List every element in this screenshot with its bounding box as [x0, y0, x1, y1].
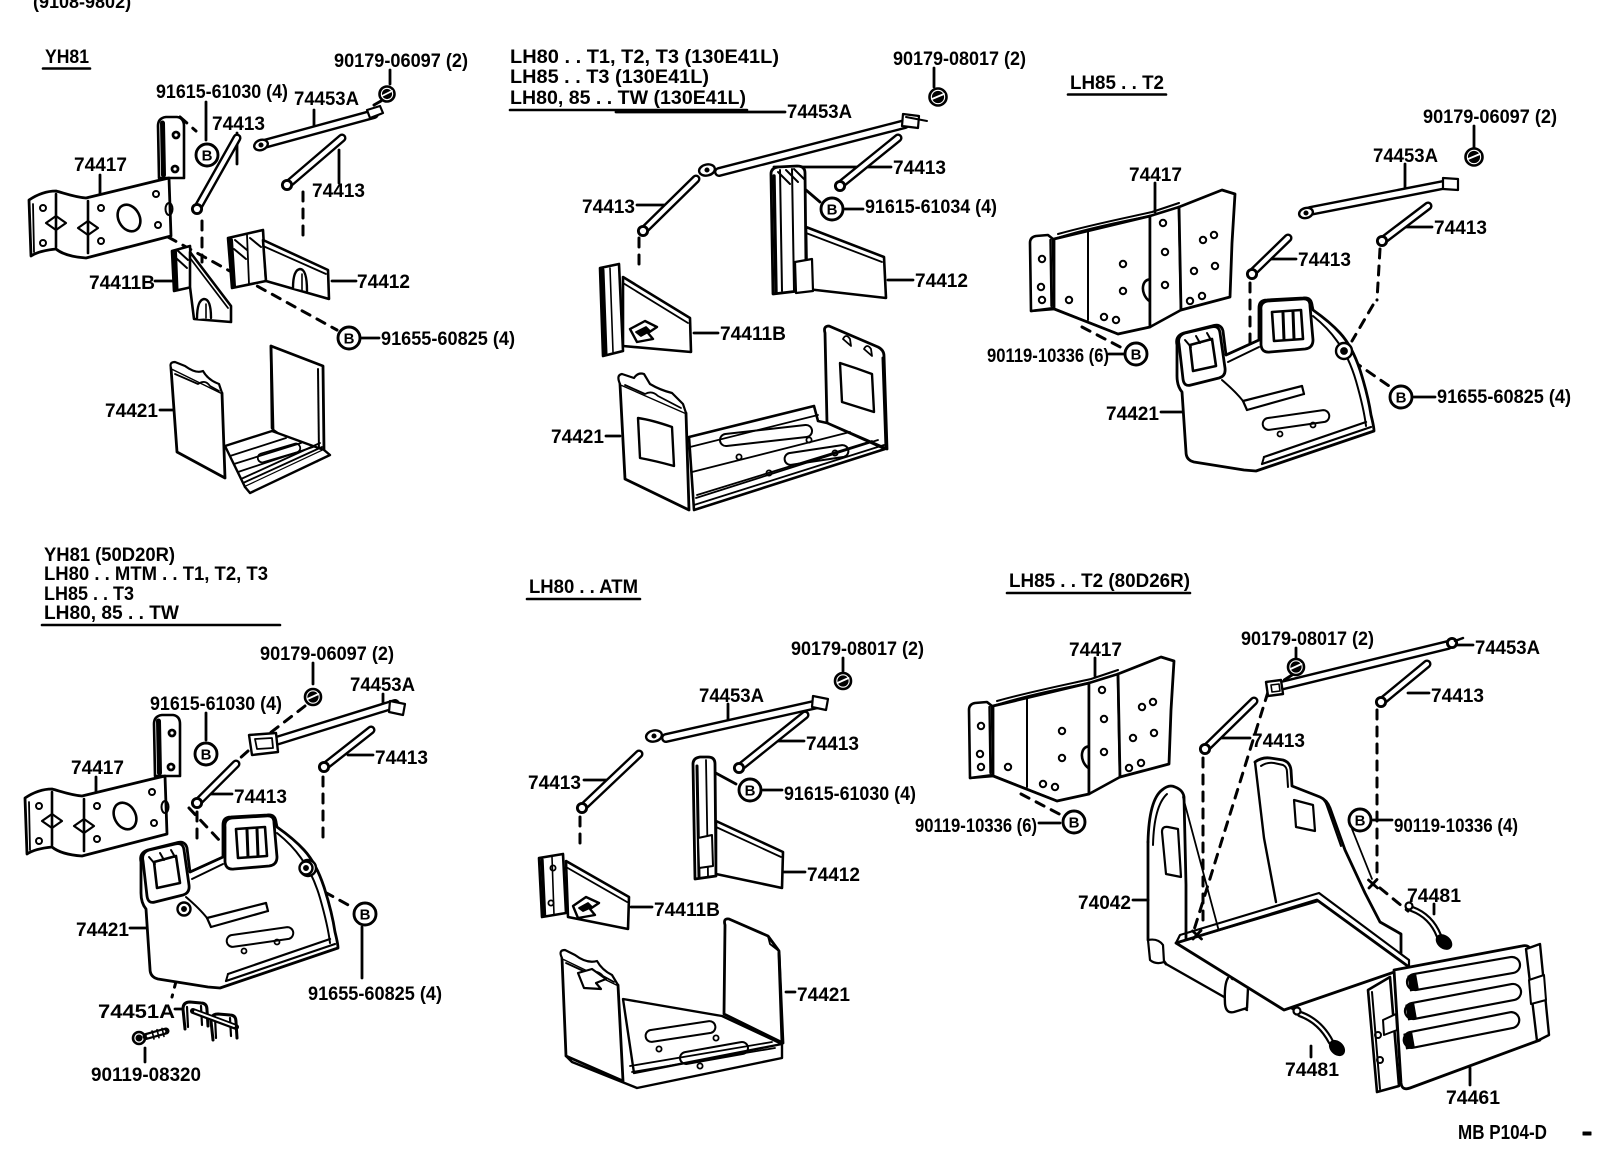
svg-text:74411B: 74411B	[89, 272, 155, 294]
svg-text:YH81 (50D20R): YH81 (50D20R)	[44, 544, 175, 566]
svg-text:74451A: 74451A	[98, 1001, 175, 1023]
svg-text:B: B	[745, 783, 756, 800]
svg-text:74417: 74417	[74, 154, 127, 176]
svg-text:74413: 74413	[234, 786, 287, 808]
svg-text:90179-08017 (2): 90179-08017 (2)	[791, 638, 924, 660]
svg-text:74411B: 74411B	[654, 899, 720, 921]
svg-text:B: B	[202, 148, 213, 165]
svg-text:74453A: 74453A	[1373, 145, 1438, 167]
svg-text:74453A: 74453A	[350, 674, 415, 696]
svg-text:MB P104-D: MB P104-D	[1458, 1122, 1547, 1144]
svg-text:B: B	[827, 202, 838, 219]
svg-text:74413: 74413	[582, 196, 635, 218]
svg-text:74421: 74421	[797, 984, 850, 1006]
svg-text:74413: 74413	[528, 772, 581, 794]
svg-text:74412: 74412	[807, 864, 860, 886]
svg-text:74042: 74042	[1078, 892, 1131, 914]
svg-text:LH85 . . T3 (130E41L): LH85 . . T3 (130E41L)	[510, 66, 709, 88]
svg-text:74461: 74461	[1446, 1087, 1500, 1109]
svg-text:91655-60825 (4): 91655-60825 (4)	[308, 983, 442, 1005]
svg-text:LH80, 85 . . TW (130E41L): LH80, 85 . . TW (130E41L)	[510, 87, 746, 109]
svg-text:74421: 74421	[1106, 403, 1159, 425]
svg-text:74417: 74417	[71, 757, 124, 779]
svg-text:91655-60825 (4): 91655-60825 (4)	[1437, 386, 1571, 408]
svg-text:90119-10336 (6): 90119-10336 (6)	[987, 345, 1109, 367]
svg-text:74421: 74421	[105, 400, 158, 422]
svg-text:74413: 74413	[1434, 217, 1487, 239]
svg-text:B: B	[1396, 390, 1407, 407]
svg-text:91655-60825 (4): 91655-60825 (4)	[381, 328, 515, 350]
svg-text:90179-08017 (2): 90179-08017 (2)	[1241, 628, 1374, 650]
svg-text:74481: 74481	[1285, 1059, 1339, 1081]
svg-text:74413: 74413	[375, 747, 428, 769]
svg-text:74413: 74413	[212, 113, 265, 135]
svg-text:74411B: 74411B	[720, 323, 786, 345]
svg-text:74453A: 74453A	[1475, 637, 1540, 659]
svg-text:B: B	[344, 331, 355, 348]
svg-text:74453A: 74453A	[294, 88, 359, 110]
svg-text:90179-06097 (2): 90179-06097 (2)	[1423, 106, 1557, 128]
svg-text:91615-61030 (4): 91615-61030 (4)	[156, 81, 288, 103]
svg-text:LH80, 85 . . TW: LH80, 85 . . TW	[44, 602, 180, 624]
svg-text:74412: 74412	[915, 270, 968, 292]
svg-text:74413: 74413	[1252, 730, 1305, 752]
svg-text:91615-61030 (4): 91615-61030 (4)	[150, 693, 282, 715]
svg-text:90179-06097 (2): 90179-06097 (2)	[334, 50, 468, 72]
svg-text:74413: 74413	[312, 180, 365, 202]
svg-text:B: B	[1131, 347, 1142, 364]
svg-text:LH85 . . T2 (80D26R): LH85 . . T2 (80D26R)	[1009, 570, 1190, 592]
svg-text:74413: 74413	[893, 157, 946, 179]
svg-text:YH81: YH81	[45, 46, 89, 68]
svg-text:90119-10336 (4): 90119-10336 (4)	[1394, 815, 1518, 837]
svg-text:(9108-9802): (9108-9802)	[33, 0, 131, 12]
svg-text:B: B	[1355, 813, 1366, 830]
svg-text:74481: 74481	[1407, 885, 1461, 907]
svg-text:74413: 74413	[1298, 249, 1351, 271]
svg-text:B: B	[360, 907, 371, 924]
svg-text:74417: 74417	[1069, 639, 1122, 661]
svg-text:LH85 . . T3: LH85 . . T3	[44, 583, 134, 605]
svg-text:74413: 74413	[1431, 685, 1484, 707]
svg-text:90179-06097 (2): 90179-06097 (2)	[260, 643, 394, 665]
svg-text:74421: 74421	[76, 919, 129, 941]
svg-text:B: B	[201, 747, 212, 764]
svg-text:74453A: 74453A	[699, 685, 764, 707]
svg-text:74412: 74412	[357, 271, 410, 293]
svg-text:74413: 74413	[806, 733, 859, 755]
svg-text:74453A: 74453A	[787, 101, 852, 123]
svg-text:74417: 74417	[1129, 164, 1182, 186]
svg-text:91615-61030 (4): 91615-61030 (4)	[784, 783, 916, 805]
svg-text:90119-10336 (6): 90119-10336 (6)	[915, 815, 1037, 837]
svg-text:LH80 . . T1, T2, T3 (130E41L): LH80 . . T1, T2, T3 (130E41L)	[510, 46, 779, 68]
svg-text:LH80 . . ATM: LH80 . . ATM	[529, 576, 638, 598]
svg-text:LH85 . . T2: LH85 . . T2	[1070, 72, 1164, 94]
svg-text:74421: 74421	[551, 426, 604, 448]
svg-text:91615-61034 (4): 91615-61034 (4)	[865, 196, 997, 218]
svg-text:LH80 . . MTM . . T1, T2, T3: LH80 . . MTM . . T1, T2, T3	[44, 563, 268, 585]
svg-text:90179-08017 (2): 90179-08017 (2)	[893, 48, 1026, 70]
svg-text:90119-08320: 90119-08320	[91, 1064, 201, 1086]
svg-text:B: B	[1069, 815, 1080, 832]
